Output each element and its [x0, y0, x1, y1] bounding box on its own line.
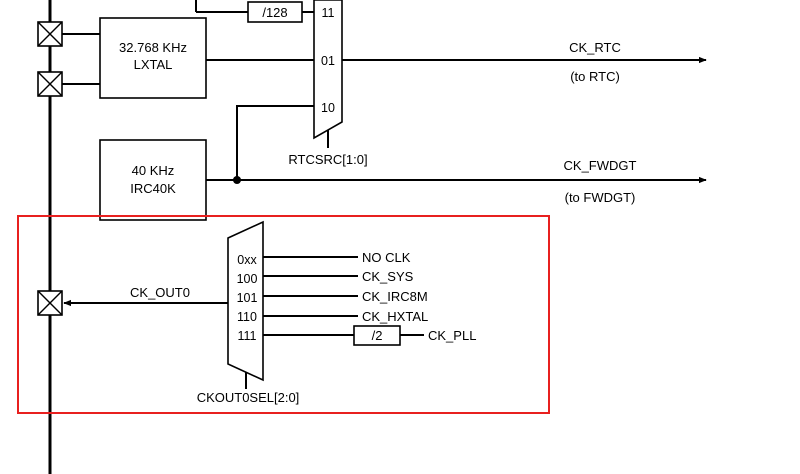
lxtal-freq-label: 32.768 KHz	[119, 40, 187, 55]
ck-fwdgt-label: CK_FWDGT	[564, 158, 637, 173]
irc40k-freq-label: 40 KHz	[132, 163, 175, 178]
ck-out0-mux-input-111: 111	[237, 329, 256, 343]
ck-pll-label: CK_PLL	[428, 328, 476, 343]
ck-out0-highlight-box	[17, 215, 550, 414]
pad-lxtal-out-icon	[37, 71, 63, 97]
pad-ck-out0-icon	[37, 290, 63, 316]
ck-hxtal-label: CK_HXTAL	[362, 309, 428, 324]
lxtal-name-label: LXTAL	[134, 57, 173, 72]
ck-out0-label: CK_OUT0	[130, 285, 190, 300]
pll-divider-label: /2	[372, 328, 383, 343]
ck-sys-label: CK_SYS	[362, 269, 414, 284]
prescaler-128-label: /128	[262, 5, 287, 20]
no-clk-label: NO CLK	[362, 250, 411, 265]
ck-fwdgt-dest-label: (to FWDGT)	[565, 190, 636, 205]
ck-out0-select-label: CKOUT0SEL[2:0]	[197, 390, 300, 405]
pad-lxtal-in-icon	[37, 21, 63, 47]
rtc-mux-input-11: 11	[322, 6, 335, 20]
ck-out0-mux-input-110: 110	[237, 310, 257, 324]
ck-out0-mux-input-100: 100	[237, 272, 258, 286]
rtc-mux	[313, 0, 343, 140]
lxtal-box	[99, 17, 207, 99]
ck-out0-mux-input-0xx: 0xx	[237, 253, 257, 267]
ck-rtc-dest-label: (to RTC)	[570, 69, 620, 84]
irc40k-name-label: IRC40K	[130, 181, 176, 196]
ck-rtc-label: CK_RTC	[569, 40, 621, 55]
irc40k-to-rtc-mux-wire	[236, 105, 314, 180]
ck-out0-mux	[227, 220, 264, 382]
rtc-mux-input-10: 10	[321, 101, 335, 115]
rtc-mux-select-label: RTCSRC[1:0]	[288, 152, 367, 167]
ck-irc8m-label: CK_IRC8M	[362, 289, 428, 304]
irc40k-box	[99, 139, 207, 221]
rtc-mux-input-01: 01	[321, 54, 335, 68]
ck-out0-mux-input-101: 101	[237, 291, 258, 305]
